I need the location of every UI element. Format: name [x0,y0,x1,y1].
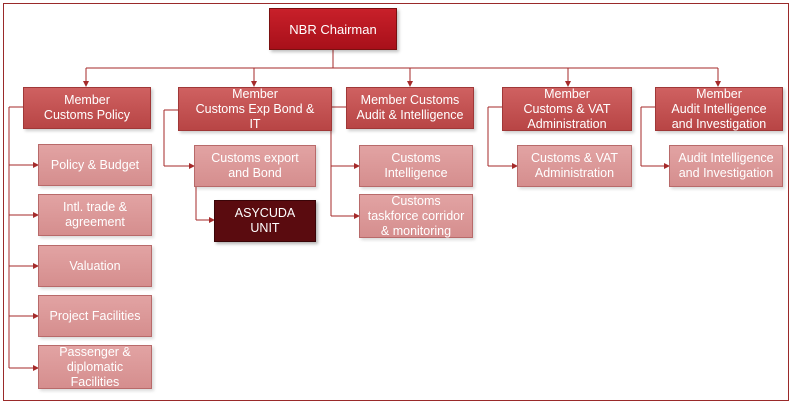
chart-frame [3,3,789,401]
unit-valuation: Valuation [38,245,152,287]
unit-audit-investigation: Audit Intelligence and Investigation [669,145,783,187]
chairman-box: NBR Chairman [269,8,397,50]
member-exp-bond-it-box: Member Customs Exp Bond & IT [178,87,332,131]
unit-customs-intelligence: Customs Intelligence [359,145,473,187]
unit-customs-vat-admin: Customs & VAT Administration [517,145,632,187]
member-customs-vat-box: Member Customs & VAT Administration [502,87,632,131]
member-customs-policy-box: Member Customs Policy [23,87,151,129]
unit-passenger-diplomatic: Passenger & diplomatic Facilities [38,345,152,389]
member-audit-intelligence-box: Member Customs Audit & Intelligence [346,87,474,129]
unit-intl-trade: Intl. trade & agreement [38,194,152,236]
unit-customs-taskforce: Customs taskforce corridor & monitoring [359,194,473,238]
unit-asycuda: ASYCUDA UNIT [214,200,316,242]
unit-customs-export-bond: Customs export and Bond [194,145,316,187]
unit-policy-budget: Policy & Budget [38,144,152,186]
unit-project-facilities: Project Facilities [38,295,152,337]
member-audit-investigation-box: Member Audit Intelligence and Investigat… [655,87,783,131]
